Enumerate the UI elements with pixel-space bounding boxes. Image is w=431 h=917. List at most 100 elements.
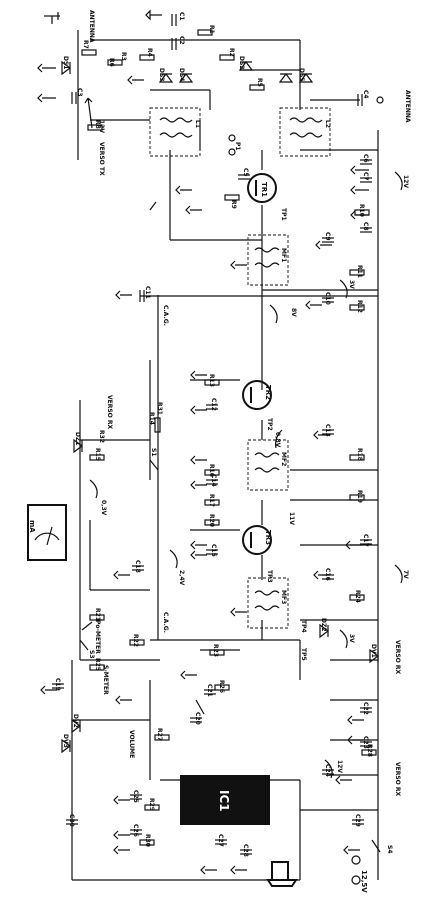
ref-c1: C1 xyxy=(178,12,185,21)
ref-r5: R5 xyxy=(256,78,263,87)
ref-r31: R31 xyxy=(156,402,163,415)
ref-r12: R12 xyxy=(356,300,363,313)
ref-ds1: DS1 xyxy=(62,56,69,69)
ref-c7: C7 xyxy=(362,172,369,181)
resistors xyxy=(81,29,377,846)
ref-ds4: DS4 xyxy=(178,68,185,81)
ref-c3: C3 xyxy=(76,88,83,97)
capacitors xyxy=(52,14,372,855)
ref-r9: R9 xyxy=(230,200,237,209)
tr3-label: TR3 xyxy=(264,530,272,545)
ref-r13: R13 xyxy=(208,374,215,387)
ref-r19: R19 xyxy=(356,490,363,503)
test-points xyxy=(228,96,384,885)
tr1-label: TR1 xyxy=(260,182,268,197)
coils xyxy=(149,107,331,629)
ref-c11: C11 xyxy=(144,286,151,299)
ref-c24: C24 xyxy=(324,764,331,777)
ref-dv3: DV3 xyxy=(62,734,69,748)
s-meter-label: S-METER xyxy=(102,665,109,695)
v11-label: 11V xyxy=(288,512,295,525)
ref-r21: R21 xyxy=(94,608,101,621)
ref-c28: C28 xyxy=(242,844,249,857)
ref-c19: C19 xyxy=(54,678,61,691)
tp3-label: TP3 xyxy=(266,570,273,583)
ref-r20: R20 xyxy=(208,514,215,527)
mf2-label: MF2 xyxy=(280,452,287,466)
tp4-label: TP4 xyxy=(300,620,307,633)
ref-r17: R17 xyxy=(208,494,215,507)
ref-c5: C5 xyxy=(242,168,249,177)
switches xyxy=(79,459,381,853)
ref-r27: R27 xyxy=(156,728,163,741)
ref-r30: R30 xyxy=(144,834,151,847)
ref-r26: R26 xyxy=(218,680,225,693)
ref-r11: R11 xyxy=(356,265,363,278)
antenna-right-label: ANTENNA xyxy=(404,90,411,123)
wiring xyxy=(71,30,379,881)
verso-rx-mid-label: VERSO RX xyxy=(394,640,401,674)
voltage-arrows xyxy=(89,171,403,779)
v0-8-label: 0,8V xyxy=(274,432,281,448)
ref-r3: R3 xyxy=(120,52,127,61)
ref-c17: C17 xyxy=(362,534,369,547)
ref-c27: C27 xyxy=(217,834,224,847)
cag1-label: C.A.G. xyxy=(162,305,169,326)
ref-r10: R10 xyxy=(358,204,365,217)
ref-r15: R15 xyxy=(94,448,101,461)
ref-r29: R29 xyxy=(148,798,155,811)
verso-rx-top-label: VERSO RX xyxy=(106,395,113,429)
v7-label: 7V xyxy=(402,570,409,579)
ref-c29: C29 xyxy=(354,814,361,827)
ref-c8: C8 xyxy=(362,222,369,231)
ref-c25: C25 xyxy=(132,790,139,803)
ref-dv2: DV2 xyxy=(72,714,79,728)
l2-label: L2 xyxy=(324,120,331,128)
diodes xyxy=(61,60,379,754)
v0-3-label: 0,3V xyxy=(100,500,107,516)
verso-rx-bot-label: VERSO RX xyxy=(394,762,401,796)
ref-c16: C16 xyxy=(324,568,331,581)
ref-dv1: DV1 xyxy=(370,644,377,658)
ref-c6: C6 xyxy=(362,154,369,163)
supply-12v5-label: 12,5V xyxy=(360,870,368,893)
mf3-label: MF3 xyxy=(280,590,287,604)
s1-label: S1 xyxy=(150,448,157,457)
speaker xyxy=(266,861,298,887)
ref-r25: R25 xyxy=(94,658,101,671)
ma-meter: mA xyxy=(27,504,67,561)
ref-r28: R28 xyxy=(366,744,373,757)
ref-c23: C23 xyxy=(362,736,369,749)
potentiometers xyxy=(81,97,205,715)
ground-symbols xyxy=(37,9,369,875)
v3b-label: 3V xyxy=(348,634,355,643)
tp5-label: TP5 xyxy=(300,648,307,661)
ref-c12: C12 xyxy=(210,398,217,411)
ref-c26: C26 xyxy=(132,824,139,837)
ma-label: mA xyxy=(28,520,36,533)
ref-c15: C15 xyxy=(210,544,217,557)
volume-label: VOLUME xyxy=(128,730,135,758)
ref-r2: R2 xyxy=(228,48,235,57)
ref-r8: R8 xyxy=(94,120,101,129)
ref-c30: C30 xyxy=(68,814,75,827)
ref-c18: C18 xyxy=(134,560,141,573)
verso-tx-12v-label: 12V xyxy=(98,120,105,133)
ref-c9: C9 xyxy=(324,232,331,241)
v2-4-label: 2,4V xyxy=(178,570,185,586)
ref-r23: R23 xyxy=(212,644,219,657)
ref-r7: R7 xyxy=(82,40,89,49)
v8-label: 8V xyxy=(290,308,297,317)
tp1-label: TP1 xyxy=(280,208,287,221)
ref-r32: R32 xyxy=(98,430,105,443)
ref-ds3: DS3 xyxy=(158,68,165,81)
tr2-label: TR2 xyxy=(264,385,272,400)
ref-c10: C10 xyxy=(324,292,331,305)
s3-label: S3 xyxy=(88,650,95,659)
ref-ds5: DS5 xyxy=(298,68,305,81)
ref-r22: R22 xyxy=(132,634,139,647)
ref-c22: C22 xyxy=(362,702,369,715)
tp2-label: TP2 xyxy=(266,418,273,431)
v12-tx-label: 12V xyxy=(402,175,409,188)
